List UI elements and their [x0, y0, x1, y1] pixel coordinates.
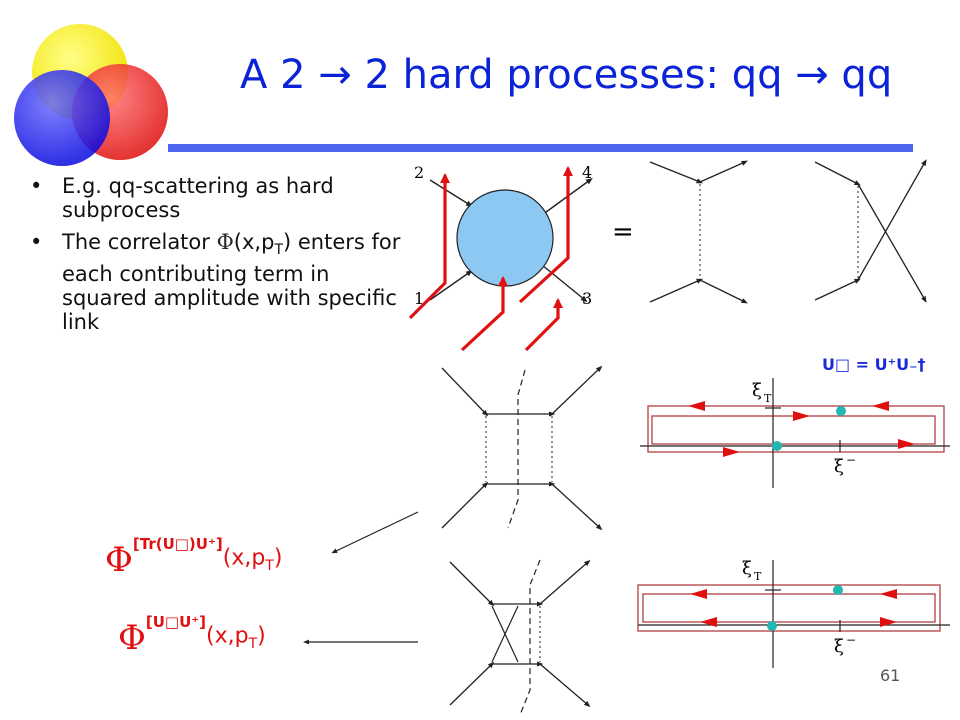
subscript: T [265, 557, 274, 574]
logo-circles [14, 24, 168, 166]
subscript: T [274, 242, 283, 259]
xi-minus-superscript: − [846, 453, 856, 467]
link-equation: U□ = U⁺U₋† [822, 355, 926, 374]
phi-symbol: Φ [216, 230, 234, 254]
link-diagram-2: ξ T ξ − [637, 558, 950, 668]
hard-blob [456, 189, 554, 287]
title-rule [168, 144, 913, 152]
pointer-arrow [331, 511, 419, 554]
bullet-item: • The correlator Φ(x,pT) enters for each… [28, 230, 413, 334]
bullet-text: ) enters for each contributing term in s… [62, 230, 401, 335]
bullet-text: E.g. qq-scattering as hard subprocess [62, 174, 334, 222]
link-diagram-1: ξ T ξ − [640, 378, 950, 488]
bullet-item: • E.g. qq-scattering as hard subprocess [28, 174, 413, 222]
leg-label: 1 [414, 289, 424, 308]
cut-diagram-1 [441, 365, 603, 531]
bullet-text: (x,p [233, 230, 275, 254]
xi-minus-symbol: ξ [834, 456, 844, 477]
xi-t-symbol: ξ [742, 558, 752, 579]
phi-symbol: Φ [118, 618, 146, 658]
blob-diagram: 2 4 1 3 = [408, 163, 634, 352]
xi-t-subscript: T [754, 570, 762, 583]
argument: (x,p [206, 623, 249, 649]
leg-label: 4 [582, 163, 592, 182]
subscript: T [248, 635, 258, 652]
xi-minus-superscript: − [846, 633, 856, 647]
bullet-list: • E.g. qq-scattering as hard subprocess … [28, 174, 413, 342]
red-link-line [408, 172, 451, 320]
bullet-dot: • [30, 174, 43, 198]
slide-title: A 2 → 2 hard processes: qq → qq [240, 52, 893, 98]
argument-close: ) [257, 623, 266, 649]
bullet-text: The correlator [62, 230, 217, 254]
bullet-dot: • [30, 230, 43, 254]
phi-symbol: Φ [105, 540, 133, 580]
u-channel-diagram [814, 159, 927, 303]
leg-label: 2 [414, 163, 424, 182]
superscript: [Tr(U□)U⁺] [132, 534, 223, 553]
xi-t-subscript: T [764, 392, 772, 405]
page-number: 61 [880, 666, 901, 685]
red-link-line [460, 275, 509, 352]
correlator-label-2: Φ[U□U⁺](x,pT) [118, 613, 266, 659]
logo-blue-circle [14, 70, 110, 166]
red-link-line [524, 297, 564, 352]
argument: (x,p [222, 545, 266, 571]
superscript: [U□U⁺] [145, 612, 207, 631]
red-link-line [518, 165, 574, 304]
correlator-label-1: Φ[Tr(U□)U⁺](x,pT) [105, 535, 283, 581]
argument-close: ) [273, 545, 283, 571]
xi-minus-symbol: ξ [834, 636, 844, 657]
t-channel-diagram [649, 160, 748, 304]
equals-sign: = [612, 217, 634, 247]
xi-t-symbol: ξ [752, 380, 762, 401]
cut-diagram-2 [449, 559, 591, 716]
leg-label: 3 [582, 289, 592, 308]
